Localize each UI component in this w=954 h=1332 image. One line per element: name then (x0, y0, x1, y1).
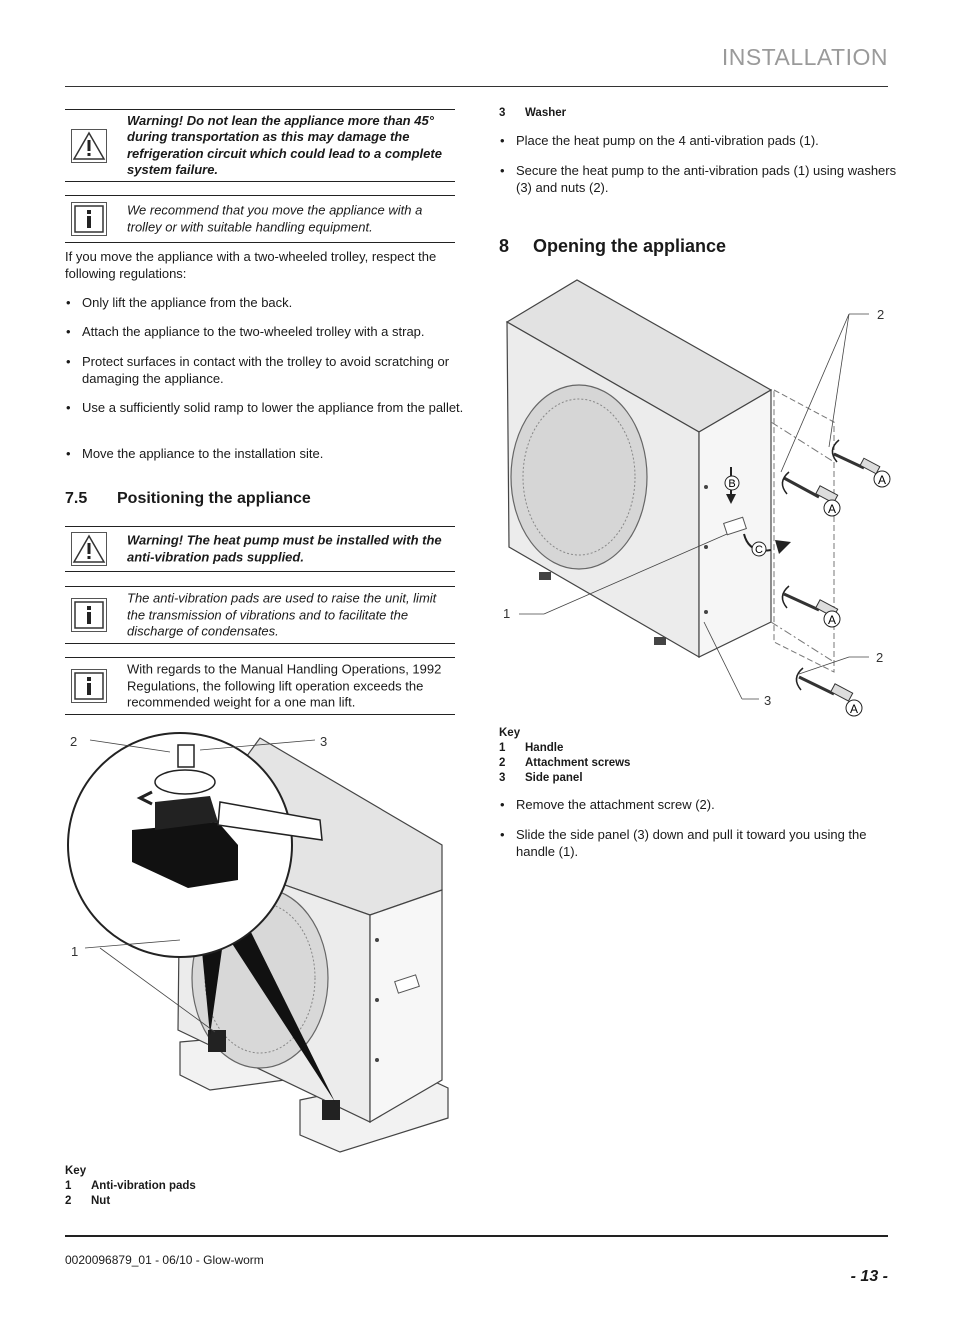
fan-grille (510, 384, 648, 570)
figure-callout-2: 2 (876, 650, 884, 665)
warning-box-pads: Warning! The heat pump must be installed… (65, 526, 455, 572)
figure-callout-1: 1 (71, 944, 79, 959)
document-reference: 0020096879_01 - 06/10 - Glow-worm (65, 1253, 264, 1267)
section-number: 8 (499, 236, 510, 256)
key-title: Key (65, 1165, 87, 1177)
warning-triangle-icon (71, 532, 107, 566)
page-number: - 13 - (850, 1268, 888, 1285)
info-text: The anti-vibration pads are used to rais… (127, 590, 437, 639)
warning-text: Warning! The heat pump must be installed… (127, 532, 442, 565)
figure-callout-3: 3 (320, 734, 328, 749)
list-item: Slide the side panel (3) down and pull i… (499, 827, 906, 860)
figure-callout-3: 3 (764, 693, 772, 708)
screwdriver (833, 452, 881, 475)
figure-callout-2: 2 (70, 734, 78, 749)
trolley-intro: If you move the appliance with a two-whe… (65, 249, 437, 281)
figure-letter-a: A (828, 502, 836, 516)
footer-rule (65, 1235, 888, 1237)
section-header-title: INSTALLATION (721, 44, 888, 70)
figure-callout-2: 2 (877, 307, 885, 322)
info-text: We recommend that you move the appliance… (127, 202, 423, 235)
figure-letter-a: A (828, 613, 836, 627)
screwdriver (783, 476, 839, 504)
handle-slot (394, 974, 420, 994)
screwdriver (798, 675, 854, 702)
list-item: Move the appliance to the installation s… (65, 446, 472, 463)
info-box-pads: The anti-vibration pads are used to rais… (65, 586, 455, 644)
figure-callout-1: 1 (503, 606, 511, 621)
section-title: Opening the appliance (533, 236, 727, 256)
list-item: Secure the heat pump to the anti-vibrati… (499, 163, 906, 196)
info-box-manual-handling: With regards to the Manual Handling Oper… (65, 657, 455, 715)
section-title: Positioning the appliance (117, 490, 311, 507)
info-box-trolley: We recommend that you move the appliance… (65, 195, 455, 243)
info-icon (71, 669, 107, 703)
figure-letter-a: A (850, 702, 858, 716)
section-number: 7.5 (65, 490, 88, 507)
list-item: Only lift the appliance from the back. (65, 295, 472, 312)
section-heading-8: 8 Opening the appliance (499, 236, 889, 257)
figure-letter-c: C (755, 544, 763, 556)
warning-box-transport: Warning! Do not lean the appliance more … (65, 109, 455, 182)
list-item: Use a sufficiently solid ramp to lower t… (65, 400, 472, 417)
list-item: Protect surfaces in contact with the tro… (65, 354, 472, 387)
warning-text: Warning! Do not lean the appliance more … (127, 112, 442, 178)
handle (723, 516, 747, 536)
list-item: Attach the appliance to the two-wheeled … (65, 324, 472, 341)
figure-opening-appliance: B C A A A A (505, 279, 891, 717)
figure-anti-vibration-pads (67, 732, 449, 1153)
key-title: Key (499, 727, 521, 739)
info-icon (71, 202, 107, 236)
info-text: With regards to the Manual Handling Oper… (127, 661, 442, 710)
figure-letter-a: A (878, 473, 886, 487)
warning-triangle-icon (71, 128, 107, 163)
list-item: Place the heat pump on the 4 anti-vibrat… (499, 133, 906, 150)
list-item: Remove the attachment screw (2). (499, 797, 906, 814)
section-heading-7-5: 7.5 Positioning the appliance (65, 490, 455, 508)
info-icon (71, 598, 107, 632)
figure-letter-b: B (728, 478, 735, 490)
header-rule (65, 86, 888, 87)
